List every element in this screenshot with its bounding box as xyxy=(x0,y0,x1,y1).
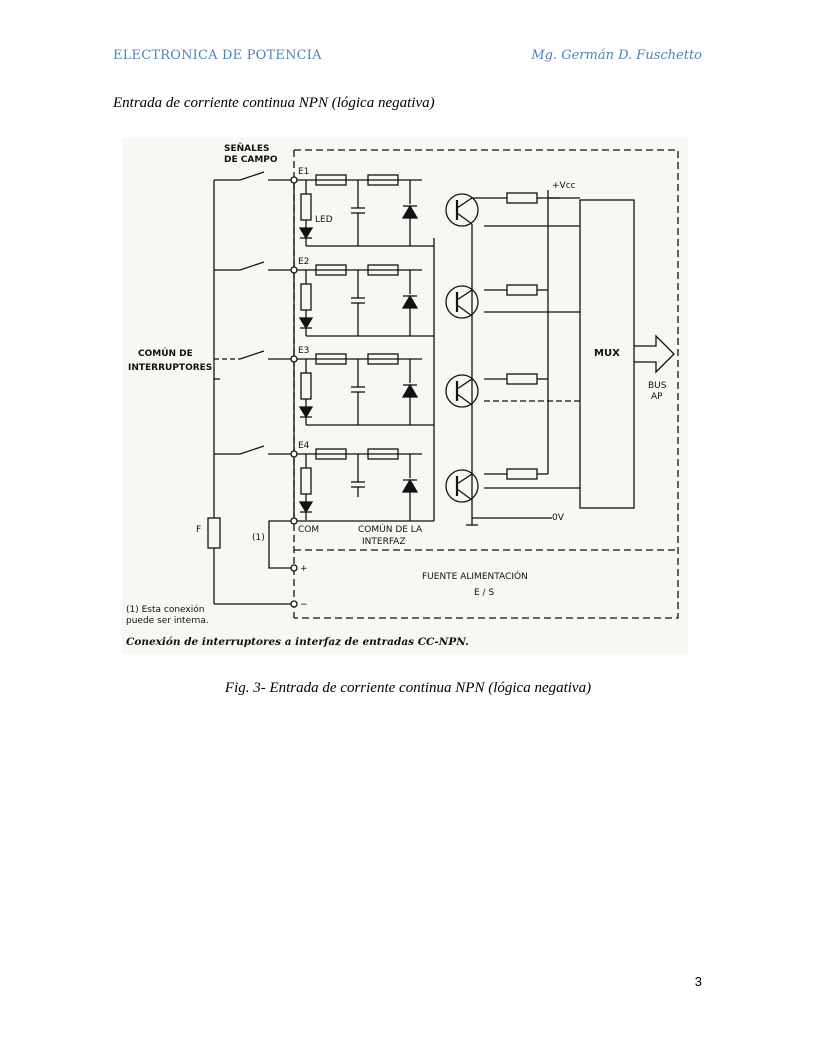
bus-label-2: AP xyxy=(651,392,663,402)
zero-v-label: 0V xyxy=(552,513,565,523)
note-line-1: (1) Esta conexión xyxy=(126,604,204,615)
circuit-figure: SEÑALES DE CAMPO E1 E2 E3 E4 LED COMÚN D… xyxy=(122,138,688,654)
minus-label: − xyxy=(300,600,308,610)
section-title: Entrada de corriente continua NPN (lógic… xyxy=(113,95,435,111)
com-label: COM xyxy=(298,525,319,535)
figure-inner-caption: Conexión de interruptores a interfaz de … xyxy=(126,636,469,648)
e3-label: E3 xyxy=(298,346,309,356)
plus-label: + xyxy=(300,564,308,574)
header-title: ELECTRONICA DE POTENCIA xyxy=(113,48,322,63)
comun-interruptores-label-1: COMÚN DE xyxy=(138,347,193,359)
e4-label: E4 xyxy=(298,441,310,451)
header-author: Mg. Germán D. Fuschetto xyxy=(531,48,702,63)
led-label: LED xyxy=(315,215,333,225)
fuse-label: F xyxy=(196,525,201,535)
fuente-label-2: E / S xyxy=(474,588,494,598)
note-number-label: (1) xyxy=(252,533,265,543)
comun-interfaz-label-2: INTERFAZ xyxy=(362,537,406,547)
page-number: 3 xyxy=(694,974,702,989)
figure-caption: Fig. 3- Entrada de corriente continua NP… xyxy=(224,680,592,696)
e2-label: E2 xyxy=(298,257,309,267)
mux-label: MUX xyxy=(594,348,620,359)
senales-label-2: DE CAMPO xyxy=(224,155,278,165)
circuit-diagram: SEÑALES DE CAMPO E1 E2 E3 E4 LED COMÚN D… xyxy=(126,143,679,648)
comun-interruptores-label-2: INTERRUPTORES xyxy=(128,363,212,373)
comun-interfaz-label-1: COMÚN DE LA xyxy=(358,523,423,535)
fuente-label-1: FUENTE ALIMENTACIÓN xyxy=(422,570,528,582)
vcc-label: +Vcc xyxy=(552,181,576,191)
senales-label-1: SEÑALES xyxy=(224,143,270,154)
bus-label-1: BUS xyxy=(648,381,667,391)
note-line-2: puede ser interna. xyxy=(126,616,209,626)
e1-label: E1 xyxy=(298,167,309,177)
